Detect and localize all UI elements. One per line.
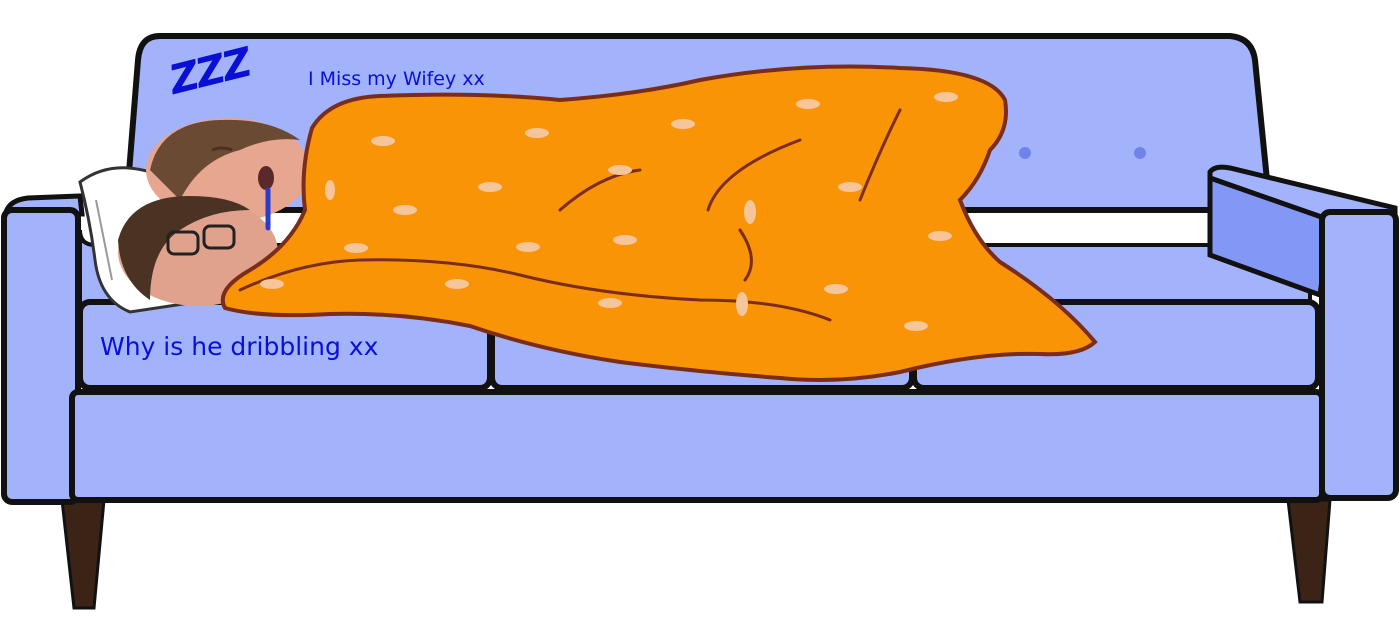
tuft-button [1019,147,1031,159]
sofa-left-arm-front [1,207,81,505]
dribbling-caption: Why is he dribbling xx [100,332,379,361]
blanket-spots [260,92,958,331]
sofa-leg-right [1286,498,1332,604]
sofa-base [69,389,1325,503]
blanket-folds [238,108,902,322]
orange-blanket [220,64,1098,382]
sofa-right-arm-front [1319,209,1399,501]
sofa-legs [60,498,1332,610]
sofa-leg-left [60,498,106,610]
miss-wifey-caption: I Miss my Wifey xx [308,68,485,90]
tuft-button [1134,147,1146,159]
